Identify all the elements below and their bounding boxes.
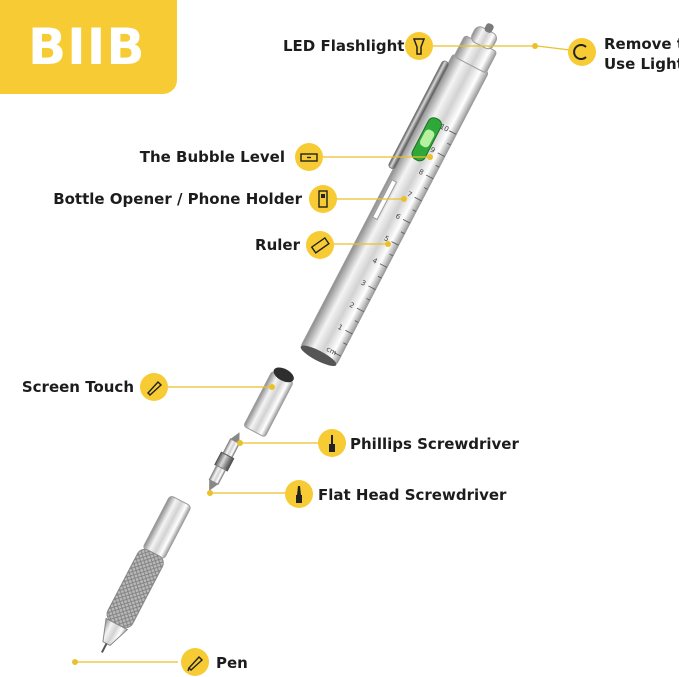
ruler-label-6: 6 [394,212,402,221]
rotate-icon [568,38,596,66]
remove-to-use-light-label-line1: Remove to [604,35,679,53]
main-barrel: cm 1 2 3 4 5 6 7 8 9 10 [300,23,498,367]
ruler-label: Ruler [255,236,300,254]
ruler-label-9: 9 [429,146,437,155]
pen-icon [181,648,209,676]
bottle-opener-label: Bottle Opener / Phone Holder [53,190,302,208]
flat-screwdriver-label: Flat Head Screwdriver [318,486,507,504]
led-flashlight-label: LED Flashlight [283,37,405,55]
screen-touch-label: Screen Touch [21,378,134,396]
stylus-section [244,367,294,437]
ruler-label-1: 1 [336,323,344,332]
pen-section [101,496,191,653]
ruler-label-10: 10 [438,123,450,134]
pen-label: Pen [216,654,248,672]
leader-lines [75,45,571,663]
stylus-icon [140,373,168,401]
bottle-opener-icon [309,185,337,213]
brand-logo: BIIB [0,0,177,94]
logo-text: BIIB [28,18,146,76]
remove-to-use-light-label-line2: Use Light [604,55,679,73]
phillips-screwdriver-label: Phillips Screwdriver [350,435,519,453]
bubble-level-label: The Bubble Level [139,148,285,166]
ruler-label-4: 4 [371,257,379,266]
flashlight-icon [405,32,433,60]
ruler-label-3: 3 [359,279,367,288]
level-icon [295,143,323,171]
ruler-icon [306,231,334,259]
ruler-label-2: 2 [348,301,356,310]
phillips-screwdriver-icon [318,429,346,457]
ruler-label-8: 8 [417,168,425,177]
flat-screwdriver-icon [285,480,313,508]
screwdriver-bit [208,432,241,491]
ruler-label-7: 7 [406,190,414,199]
ruler-label-5: 5 [383,234,391,243]
